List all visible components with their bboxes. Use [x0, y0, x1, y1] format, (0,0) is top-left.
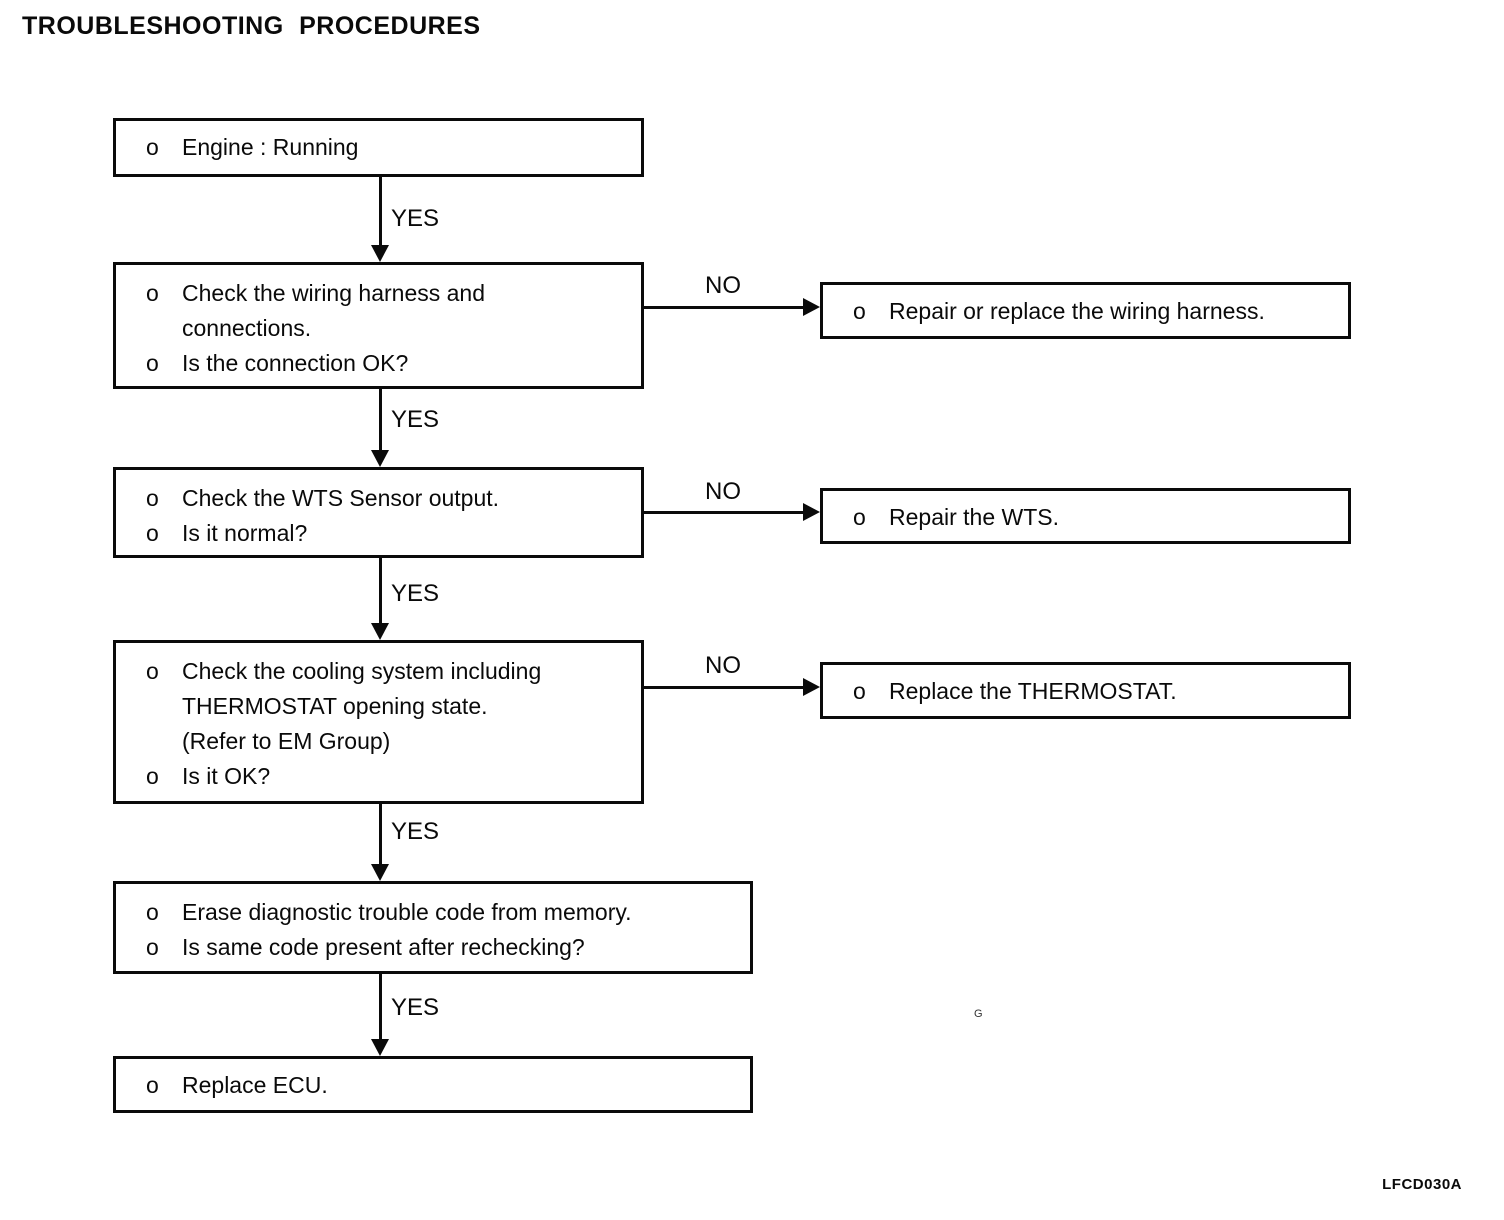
- no-label: NO: [705, 478, 741, 505]
- flow-node-check-cooling: o Check the cooling system including THE…: [113, 640, 644, 804]
- arrow-right-icon: [803, 503, 820, 521]
- page-title: TROUBLESHOOTING PROCEDURES: [22, 12, 481, 40]
- bullet-marker: o: [146, 1072, 159, 1098]
- no-label: NO: [705, 272, 741, 299]
- arrow-down-icon: [371, 864, 389, 881]
- node-line: o Is the connection OK?: [146, 346, 631, 381]
- flow-node-repair-wts: o Repair the WTS.: [820, 488, 1351, 544]
- node-line: (Refer to EM Group): [146, 724, 631, 759]
- node-text: (Refer to EM Group): [182, 728, 391, 754]
- connector-yes-3: [379, 558, 382, 624]
- bullet-marker: [146, 689, 182, 724]
- node-line: o Check the cooling system including: [146, 654, 631, 689]
- node-text: Repair the WTS.: [889, 504, 1059, 530]
- bullet-marker: o: [146, 520, 159, 546]
- yes-label: YES: [391, 994, 440, 1021]
- node-text: Check the WTS Sensor output.: [182, 485, 500, 511]
- yes-label: YES: [391, 580, 440, 607]
- flow-node-replace-thermostat: o Replace the THERMOSTAT.: [820, 662, 1351, 719]
- node-line: o Engine : Running: [146, 130, 631, 165]
- connector-yes-4: [379, 804, 382, 865]
- node-line: connections.: [146, 311, 631, 346]
- flow-node-check-wts: o Check the WTS Sensor output. o Is it n…: [113, 467, 644, 558]
- bullet-marker: o: [146, 658, 159, 684]
- bullet-marker: o: [146, 763, 159, 789]
- node-line: o Is same code present after rechecking?: [146, 930, 740, 965]
- bullet-marker: [146, 311, 182, 346]
- bullet-marker: o: [853, 504, 866, 530]
- connector-no-3: [644, 686, 804, 689]
- flow-node-repair-wiring: o Repair or replace the wiring harness.: [820, 282, 1351, 339]
- node-text: Check the cooling system including: [182, 658, 542, 684]
- node-text: Is it OK?: [182, 763, 271, 789]
- flow-node-engine-running: o Engine : Running: [113, 118, 644, 177]
- flow-node-erase-code: o Erase diagnostic trouble code from mem…: [113, 881, 753, 974]
- connector-yes-1: [379, 177, 382, 247]
- yes-label: YES: [391, 205, 440, 232]
- node-line: o Replace the THERMOSTAT.: [853, 674, 1338, 709]
- flow-node-check-wiring: o Check the wiring harness and connectio…: [113, 262, 644, 389]
- node-text: Erase diagnostic trouble code from memor…: [182, 899, 632, 925]
- arrow-right-icon: [803, 678, 820, 696]
- scan-artifact: G: [974, 1008, 983, 1020]
- bullet-marker: o: [146, 899, 159, 925]
- connector-no-2: [644, 511, 804, 514]
- node-line: o Is it OK?: [146, 759, 631, 794]
- node-text: connections.: [182, 315, 312, 341]
- bullet-marker: [146, 724, 182, 759]
- node-line: THERMOSTAT opening state.: [146, 689, 631, 724]
- bullet-marker: o: [146, 485, 159, 511]
- node-text: Is it normal?: [182, 520, 308, 546]
- bullet-marker: o: [146, 134, 159, 160]
- bullet-marker: o: [853, 298, 866, 324]
- arrow-down-icon: [371, 1039, 389, 1056]
- figure-code: LFCD030A: [1382, 1176, 1462, 1193]
- arrow-down-icon: [371, 450, 389, 467]
- no-label: NO: [705, 652, 741, 679]
- node-text: Engine : Running: [182, 134, 359, 160]
- connector-yes-5: [379, 974, 382, 1040]
- node-text: Is same code present after rechecking?: [182, 934, 585, 960]
- node-line: o Check the WTS Sensor output.: [146, 481, 631, 516]
- connector-no-1: [644, 306, 804, 309]
- node-line: o Check the wiring harness and: [146, 276, 631, 311]
- node-text: Replace ECU.: [182, 1072, 328, 1098]
- bullet-marker: o: [853, 678, 866, 704]
- arrow-right-icon: [803, 298, 820, 316]
- bullet-marker: o: [146, 280, 159, 306]
- flow-node-replace-ecu: o Replace ECU.: [113, 1056, 753, 1113]
- node-text: Is the connection OK?: [182, 350, 409, 376]
- bullet-marker: o: [146, 934, 159, 960]
- node-line: o Repair the WTS.: [853, 500, 1338, 535]
- node-text: Repair or replace the wiring harness.: [889, 298, 1265, 324]
- node-line: o Repair or replace the wiring harness.: [853, 294, 1338, 329]
- node-text: Replace the THERMOSTAT.: [889, 678, 1177, 704]
- yes-label: YES: [391, 406, 440, 433]
- bullet-marker: o: [146, 350, 159, 376]
- node-line: o Erase diagnostic trouble code from mem…: [146, 895, 740, 930]
- arrow-down-icon: [371, 623, 389, 640]
- node-line: o Is it normal?: [146, 516, 631, 551]
- yes-label: YES: [391, 818, 440, 845]
- connector-yes-2: [379, 389, 382, 451]
- node-text: THERMOSTAT opening state.: [182, 693, 488, 719]
- node-line: o Replace ECU.: [146, 1068, 740, 1103]
- arrow-down-icon: [371, 245, 389, 262]
- node-text: Check the wiring harness and: [182, 280, 485, 306]
